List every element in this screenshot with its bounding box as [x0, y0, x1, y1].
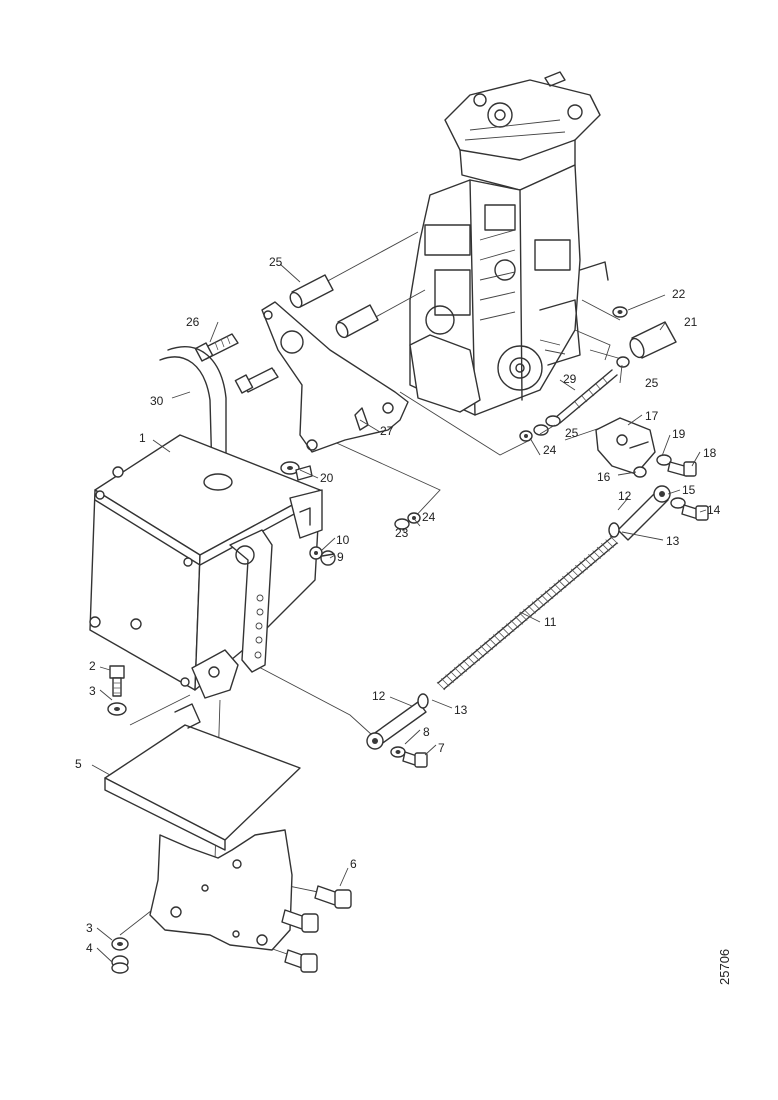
bolt-washer-2-3 — [107, 665, 127, 716]
callout-23: 23 — [395, 526, 409, 540]
callout-numbers: 1 2 3 3 4 5 6 7 8 9 10 11 12 12 13 13 14… — [75, 255, 732, 985]
figure-code: 25706 — [717, 949, 732, 985]
callout-7: 7 — [438, 741, 445, 755]
callout-24: 24 — [422, 510, 436, 524]
rod-end-upper — [608, 485, 709, 541]
callout-25: 25 — [645, 376, 659, 390]
pump-lever-17 — [595, 417, 697, 478]
callout-17: 17 — [645, 409, 659, 423]
long-bolt-29 — [519, 369, 618, 442]
callout-14: 14 — [707, 503, 721, 517]
callout-13: 13 — [666, 534, 680, 548]
callout-10: 10 — [336, 533, 350, 547]
callout-11: 11 — [544, 615, 557, 629]
callout-12: 12 — [372, 689, 386, 703]
injection-pump — [409, 71, 611, 416]
callout-13: 13 — [454, 703, 468, 717]
callout-3: 3 — [89, 684, 96, 698]
callout-3: 3 — [86, 921, 93, 935]
callout-30: 30 — [150, 394, 164, 408]
callout-15: 15 — [682, 483, 696, 497]
callout-20: 20 — [320, 471, 334, 485]
bolts-26 — [194, 333, 279, 394]
threaded-rod-11 — [436, 535, 619, 691]
sleeve-21-22 — [612, 306, 677, 368]
callout-leaders — [91, 263, 707, 963]
callout-18: 18 — [703, 446, 717, 460]
callout-21: 21 — [684, 315, 698, 329]
nut-washer-9-10 — [309, 546, 336, 566]
fuel-pipe-30 — [159, 346, 227, 476]
callout-9: 9 — [337, 550, 344, 564]
callout-16: 16 — [597, 470, 611, 484]
callout-29: 29 — [563, 372, 577, 386]
fasteners-20-23-24 — [280, 461, 421, 530]
callout-6: 6 — [350, 857, 357, 871]
callout-24: 24 — [543, 443, 557, 457]
callout-8: 8 — [423, 725, 430, 739]
spacer-tubes — [289, 274, 379, 339]
callout-27: 27 — [380, 424, 394, 438]
callout-4: 4 — [86, 941, 93, 955]
rod-end-lower — [366, 693, 429, 768]
mount-bracket — [149, 829, 293, 951]
callout-25: 25 — [565, 426, 579, 440]
callout-2: 2 — [89, 659, 96, 673]
callout-12: 12 — [618, 489, 632, 503]
callout-22: 22 — [672, 287, 686, 301]
bolts-6 — [281, 885, 352, 973]
callout-1: 1 — [139, 431, 146, 445]
tank-1 — [89, 434, 323, 699]
washer-nut-3-4 — [111, 937, 129, 974]
lever — [229, 529, 273, 673]
callout-26: 26 — [186, 315, 200, 329]
callout-19: 19 — [672, 427, 686, 441]
callout-25: 25 — [269, 255, 283, 269]
callout-5: 5 — [75, 757, 82, 771]
support-plate-5 — [104, 703, 301, 851]
